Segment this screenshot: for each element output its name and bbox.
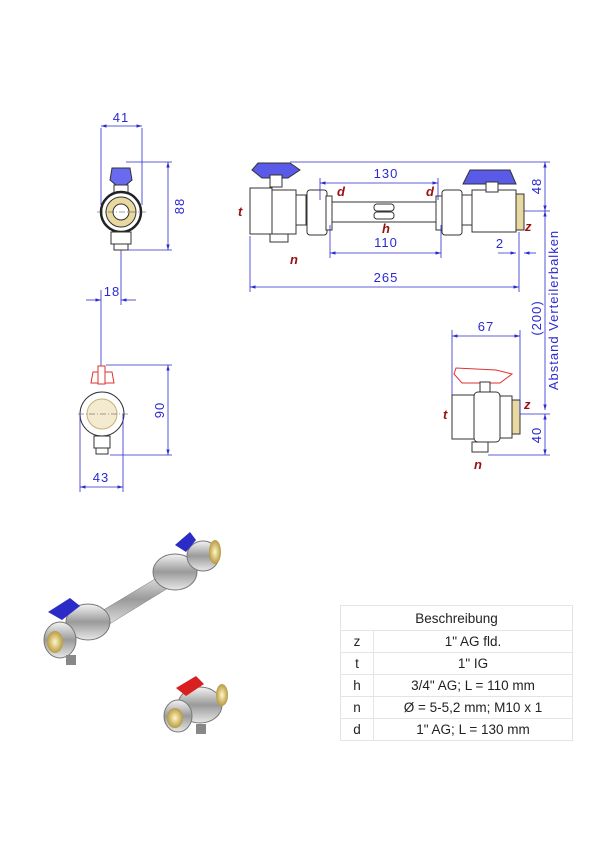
spacing-label: Abstand Verteilerbalken <box>546 230 561 390</box>
offset-dimension: 18 <box>86 250 136 368</box>
callout-z: z <box>524 219 532 234</box>
side-view-bottom: 90 43 <box>78 364 172 492</box>
callout-d: d <box>337 184 346 199</box>
front-assembly-view: 130 110 265 2 48 (200) Abstand Verteiler… <box>238 161 561 410</box>
dim-265: 265 <box>374 270 399 285</box>
callout-n: n <box>474 457 482 472</box>
callout-t: t <box>443 407 448 422</box>
table-header: Beschreibung <box>340 605 573 631</box>
dim-48: 48 <box>529 178 544 194</box>
dim-40: 40 <box>529 427 544 443</box>
callout-z: z <box>523 397 531 412</box>
dim-18: 18 <box>104 284 120 299</box>
dim-2: 2 <box>496 236 504 251</box>
callout-n: n <box>290 252 298 267</box>
callout-h: h <box>382 221 390 236</box>
dim-43: 43 <box>93 470 109 485</box>
side-view-top: 41 88 <box>97 110 187 251</box>
product-render-single-valve <box>163 676 228 734</box>
dim-200: (200) <box>529 300 544 335</box>
dim-90: 90 <box>152 402 167 418</box>
callout-d: d <box>426 184 435 199</box>
dim-88: 88 <box>172 198 187 214</box>
callout-t: t <box>238 204 243 219</box>
product-render-assembly <box>43 532 221 665</box>
dim-41: 41 <box>113 110 129 125</box>
dim-67: 67 <box>478 319 494 334</box>
single-valve-view: 67 40 t n z <box>443 319 550 472</box>
dim-110: 110 <box>374 235 398 250</box>
dim-130: 130 <box>374 166 399 181</box>
